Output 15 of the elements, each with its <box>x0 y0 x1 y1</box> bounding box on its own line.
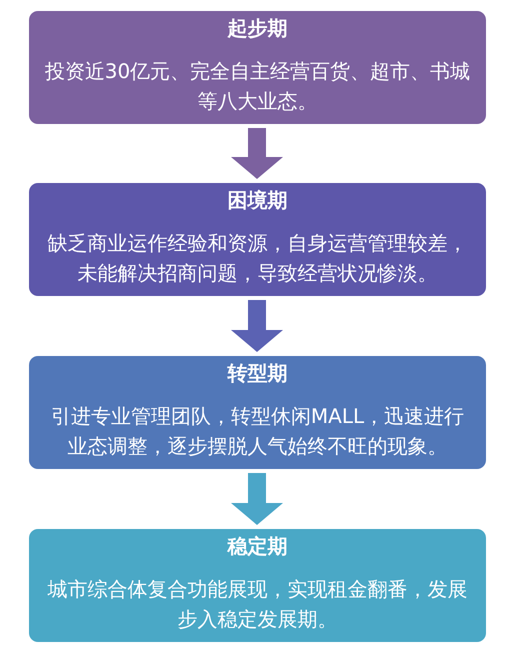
stage-heading: 转型期 <box>228 360 288 386</box>
stage-heading: 困境期 <box>228 187 288 213</box>
stage-box <box>29 356 486 469</box>
down-arrow <box>231 473 283 525</box>
stage-box <box>29 11 486 124</box>
stage-description: 城市综合体复合功能展现，实现租金翻番，发展步入稳定发展期。 <box>46 576 468 633</box>
stage-heading: 起步期 <box>228 15 288 41</box>
stage-heading: 稳定期 <box>228 533 288 559</box>
down-arrow <box>231 128 283 179</box>
stage-description: 缺乏商业运作经验和资源，自身运营管理较差，未能解决招商问题，导致经营状况惨淡。 <box>46 230 468 287</box>
stage-box <box>29 183 486 296</box>
stage-description: 投资近30亿元、完全自主经营百货、超市、书城等八大业态。 <box>44 58 472 115</box>
stage-box <box>29 529 486 642</box>
stage-description: 引进专业管理团队，转型休闲MALL，迅速进行业态调整，逐步摆脱人气始终不旺的现象。 <box>50 403 466 460</box>
down-arrow <box>231 300 283 352</box>
